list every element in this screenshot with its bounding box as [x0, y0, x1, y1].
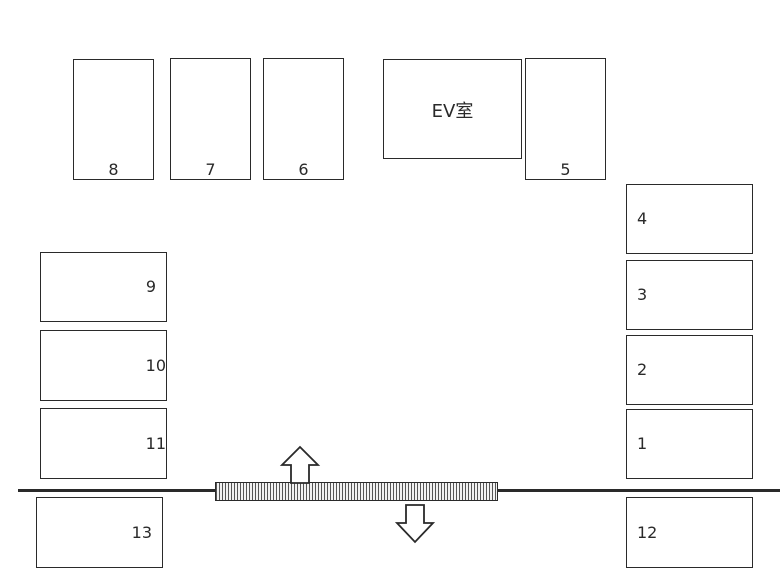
parking-space-4: 4	[626, 184, 753, 254]
parking-space-2: 2	[626, 335, 753, 405]
space-number: 2	[637, 360, 648, 379]
space-number: 3	[637, 285, 648, 304]
parking-space-1: 1	[626, 409, 753, 479]
parking-space-6: 6	[263, 58, 344, 180]
space-number: 1	[637, 434, 648, 453]
parking-space-5: 5	[525, 58, 606, 180]
parking-space-9: 9	[40, 252, 167, 322]
parking-space-12: 12	[626, 497, 753, 568]
parking-space-8: 8	[73, 59, 154, 180]
entrance-gate	[215, 482, 498, 501]
parking-space-10: 10	[40, 330, 167, 401]
space-number: 11	[145, 433, 166, 453]
parking-space-13: 13	[36, 497, 163, 568]
up-arrow-icon	[279, 445, 321, 484]
parking-space-11: 11	[40, 408, 167, 479]
space-number: 6	[298, 160, 309, 179]
space-number: 13	[131, 522, 152, 542]
space-number: 8	[108, 160, 119, 179]
parking-space-3: 3	[626, 260, 753, 330]
space-number: 4	[637, 209, 648, 228]
space-number: 12	[637, 522, 658, 542]
ev-room-label: EV室	[431, 101, 474, 122]
space-number: 5	[560, 160, 571, 179]
space-number: 7	[205, 160, 216, 179]
space-number: 9	[145, 277, 156, 296]
parking-space-7: 7	[170, 58, 251, 180]
ev-room: EV室	[383, 59, 522, 159]
space-number: 10	[145, 355, 166, 375]
down-arrow-icon	[394, 504, 436, 544]
